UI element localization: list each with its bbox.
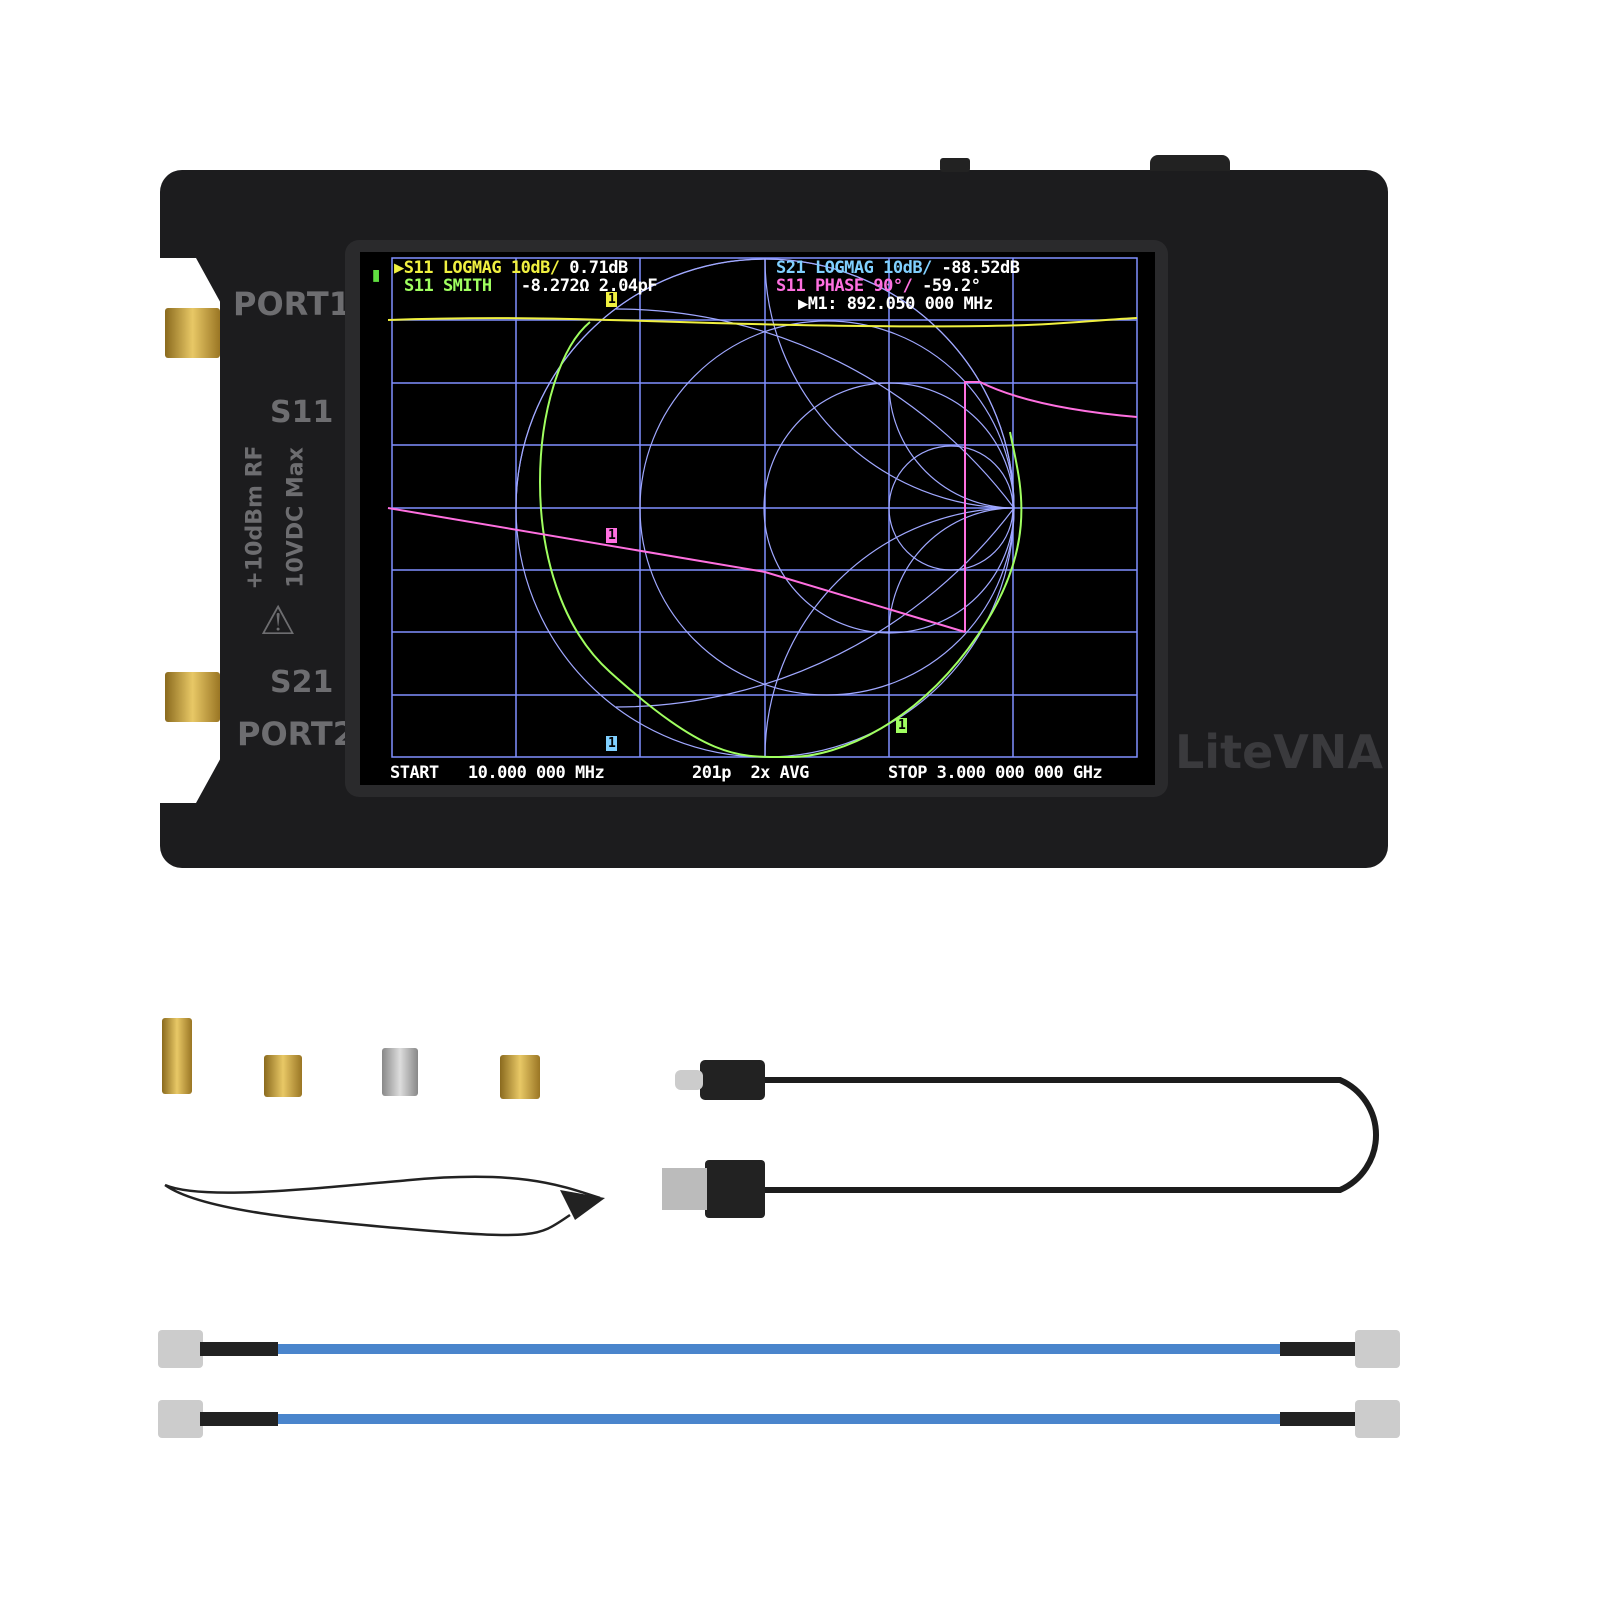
marker-1-smith[interactable]: 1 <box>896 718 908 733</box>
port2-label: PORT2 <box>237 715 355 753</box>
display[interactable]: ▮ ▶S11 LOGMAG 10dB/ 0.71dB S11 SMITH -8.… <box>360 252 1155 785</box>
trace3-value: -88.52dB <box>941 258 1020 278</box>
sweep-info: 201p 2x AVG <box>692 763 809 783</box>
points: 201p <box>692 763 731 783</box>
accessories-cables <box>158 1060 1400 1438</box>
trace1-label[interactable]: ▶S11 LOGMAG 10dB/ 0.71dB <box>394 258 628 278</box>
usb-a-plug <box>705 1160 765 1218</box>
sma-open <box>500 1055 540 1099</box>
s11-logmag-trace <box>387 317 1138 328</box>
rf-cable-1 <box>158 1330 1400 1368</box>
trace2-label[interactable]: S11 SMITH -8.272Ω 2.04pF <box>404 276 658 296</box>
start-label: START <box>390 763 439 783</box>
lanyard-stylus <box>560 1190 605 1220</box>
averaging: 2x AVG <box>750 763 809 783</box>
marker-1-s21[interactable]: 1 <box>606 736 618 751</box>
port1-connector[interactable] <box>165 308 220 358</box>
marker-readout[interactable]: ▶M1: 892.050 000 MHz <box>798 294 993 314</box>
sma-load <box>264 1055 302 1097</box>
smith-trace <box>539 321 1023 759</box>
trace2-name: S11 SMITH <box>404 276 492 296</box>
battery-icon: ▮ <box>370 262 382 286</box>
trace2-value: -8.272Ω 2.04pF <box>520 276 658 296</box>
sma-short <box>382 1048 418 1096</box>
port2-connector[interactable] <box>165 672 220 722</box>
s21-label: S21 <box>270 665 334 700</box>
sma-adapter <box>162 1018 192 1094</box>
phase-trace <box>387 507 966 633</box>
lanyard <box>164 1175 601 1237</box>
jog-wheel[interactable] <box>1150 155 1230 171</box>
trace4-label[interactable]: S11 PHASE 90°/ -59.2° <box>776 276 981 296</box>
trace1-value: 0.71dB <box>569 258 628 278</box>
usb-c-plug <box>700 1060 765 1100</box>
s21-trace <box>964 381 1138 632</box>
rf-rating: +10dBm RF <box>242 445 268 590</box>
port1-label: PORT1 <box>233 285 351 323</box>
power-switch[interactable] <box>940 158 970 172</box>
rf-cable-2 <box>158 1400 1400 1438</box>
marker-value: M1: 892.050 000 MHz <box>807 294 993 314</box>
start-freq[interactable]: START 10.000 000 MHz <box>390 763 605 783</box>
marker-1-s11[interactable]: 1 <box>606 292 618 307</box>
warning-icon: ⚠ <box>260 598 296 644</box>
marker-1-phase[interactable]: 1 <box>606 528 618 543</box>
trace4-name: S11 PHASE <box>776 276 864 296</box>
trace-plot <box>387 257 1138 759</box>
trace3-scale: 10dB/ <box>883 258 932 278</box>
trace4-scale: 90°/ <box>873 276 913 296</box>
trace1-name: S11 LOGMAG <box>403 258 502 278</box>
trace3-label[interactable]: S21 LOGMAG 10dB/ -88.52dB <box>776 258 1020 278</box>
usb-cable <box>760 1077 1380 1193</box>
s11-label: S11 <box>270 395 334 430</box>
brand-logo: LiteVNA <box>1175 725 1383 779</box>
usb-a-tip <box>662 1168 707 1210</box>
trace3-name: S21 LOGMAG <box>776 258 874 278</box>
dc-rating: 10VDC Max <box>283 447 309 588</box>
trace4-value: -59.2° <box>922 276 981 296</box>
start-value: 10.000 000 MHz <box>467 763 605 783</box>
stop-freq[interactable]: STOP 3.000 000 000 GHz <box>888 763 1103 783</box>
usb-c-tip <box>675 1070 703 1090</box>
trace1-scale: 10dB/ <box>510 258 560 278</box>
